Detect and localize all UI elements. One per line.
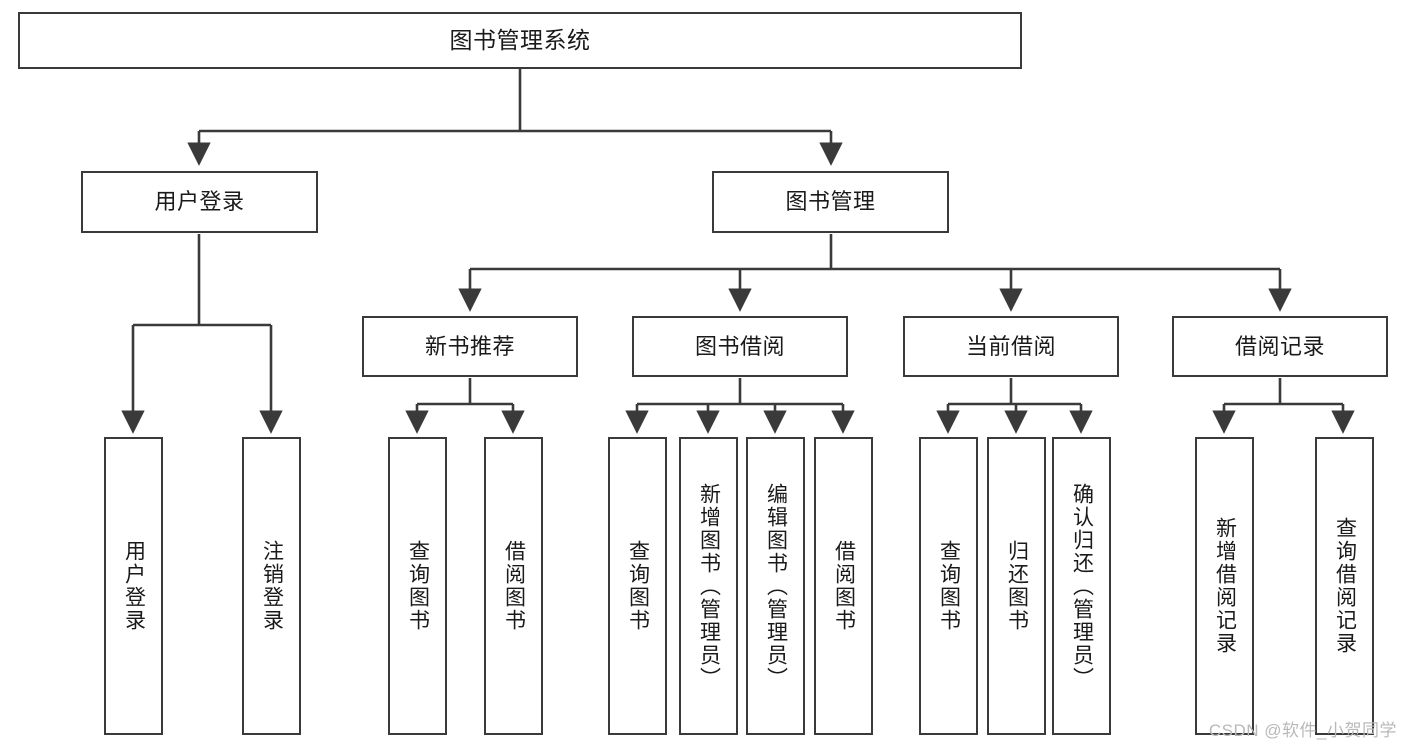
leaf-user-login-logout[interactable]: 注销登录 — [242, 437, 301, 735]
node-borrow-record[interactable]: 借阅记录 — [1172, 316, 1388, 377]
leaf-book-borrow-borrow[interactable]: 借阅图书 — [814, 437, 873, 735]
node-new-book-recommend-label: 新书推荐 — [424, 333, 515, 359]
node-root-system-label: 图书管理系统 — [449, 26, 591, 53]
node-current-borrow[interactable]: 当前借阅 — [903, 316, 1119, 377]
csdn-watermark: CSDN @软件_小贺同学 — [1208, 721, 1397, 740]
leaf-book-borrow-query-label: 查询图书 — [626, 540, 650, 632]
leaf-borrow-record-query[interactable]: 查询借阅记录 — [1315, 437, 1374, 735]
leaf-current-borrow-confirm-return-label: 确认归还（管理员） — [1070, 482, 1094, 690]
node-book-borrow[interactable]: 图书借阅 — [632, 316, 848, 377]
leaf-current-borrow-query-label: 查询图书 — [937, 540, 961, 632]
leaf-current-borrow-return-label: 归还图书 — [1005, 540, 1029, 632]
leaf-new-book-borrow[interactable]: 借阅图书 — [484, 437, 543, 735]
node-borrow-record-label: 借阅记录 — [1234, 333, 1325, 359]
leaf-book-borrow-borrow-label: 借阅图书 — [832, 540, 856, 632]
leaf-new-book-query-label: 查询图书 — [406, 540, 430, 632]
leaf-user-login-login[interactable]: 用户登录 — [104, 437, 163, 735]
node-book-management-label: 图书管理 — [785, 189, 876, 215]
node-book-borrow-label: 图书借阅 — [694, 333, 785, 359]
leaf-current-borrow-return[interactable]: 归还图书 — [987, 437, 1046, 735]
node-current-borrow-label: 当前借阅 — [965, 333, 1056, 359]
leaf-book-borrow-query[interactable]: 查询图书 — [608, 437, 667, 735]
leaf-current-borrow-confirm-return[interactable]: 确认归还（管理员） — [1052, 437, 1111, 735]
node-user-login[interactable]: 用户登录 — [81, 171, 318, 233]
node-new-book-recommend[interactable]: 新书推荐 — [362, 316, 578, 377]
leaf-book-borrow-edit-label: 编辑图书（管理员） — [764, 482, 788, 690]
node-root-system[interactable]: 图书管理系统 — [18, 12, 1022, 69]
leaf-book-borrow-edit[interactable]: 编辑图书（管理员） — [746, 437, 805, 735]
leaf-user-login-login-label: 用户登录 — [122, 540, 146, 632]
leaf-book-borrow-add[interactable]: 新增图书（管理员） — [679, 437, 738, 735]
node-user-login-label: 用户登录 — [154, 189, 245, 215]
leaf-borrow-record-add[interactable]: 新增借阅记录 — [1195, 437, 1254, 735]
leaf-current-borrow-query[interactable]: 查询图书 — [919, 437, 978, 735]
leaf-book-borrow-add-label: 新增图书（管理员） — [697, 482, 721, 690]
node-book-management[interactable]: 图书管理 — [712, 171, 949, 233]
leaf-user-login-logout-label: 注销登录 — [260, 540, 284, 632]
leaf-new-book-query[interactable]: 查询图书 — [388, 437, 447, 735]
leaf-borrow-record-add-label: 新增借阅记录 — [1213, 517, 1237, 655]
leaf-borrow-record-query-label: 查询借阅记录 — [1333, 517, 1357, 655]
leaf-new-book-borrow-label: 借阅图书 — [502, 540, 526, 632]
